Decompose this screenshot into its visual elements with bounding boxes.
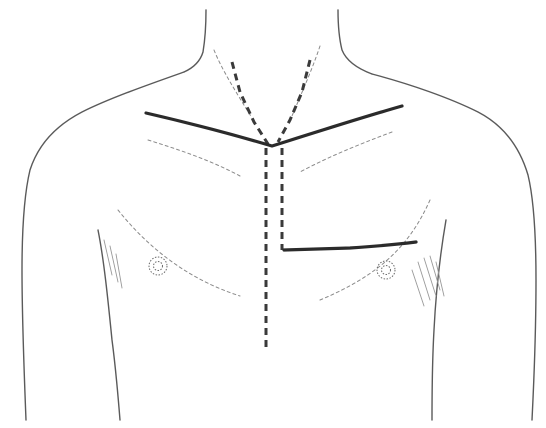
left-shoulder-line <box>22 72 184 420</box>
left-axilla-hatching <box>104 240 122 288</box>
right-shoulder-line <box>372 74 536 420</box>
left-clavicle-contour <box>148 140 240 176</box>
right-clavicle-contour <box>300 132 392 172</box>
right-nipple <box>377 261 395 279</box>
left-neck-dashed-incision <box>232 62 268 144</box>
lateral-thoracic-incision <box>284 242 416 250</box>
transverse-clavicular-incision <box>146 106 402 146</box>
incision-markings <box>146 60 416 348</box>
neck-left-edge <box>184 10 206 72</box>
left-nipple <box>149 257 167 275</box>
right-sternocleidomastoid-hint <box>292 46 320 116</box>
neck-right-edge <box>338 10 372 74</box>
left-pectoral-contour <box>118 210 240 296</box>
right-flank-line <box>432 220 446 420</box>
right-neck-dashed-incision <box>278 60 310 142</box>
torso-outline <box>22 10 536 420</box>
